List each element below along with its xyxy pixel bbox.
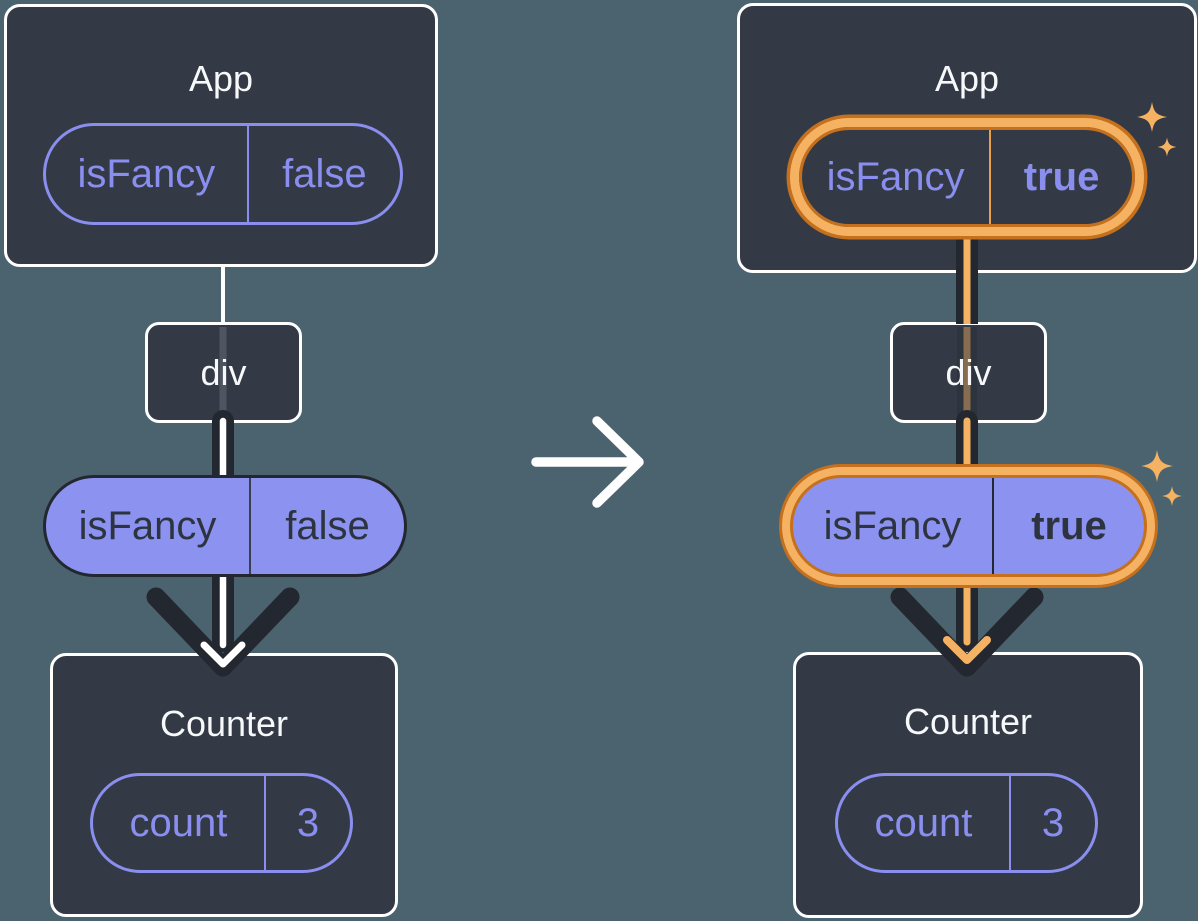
sparkles-prop-after [1141,450,1182,506]
state-name-label: isFancy [826,154,965,199]
prop-value-label: false [248,478,404,574]
sparkle-icon [1141,450,1173,482]
state-value-label: 3 [263,776,350,870]
state-pill-app-after: isFancy true [799,127,1135,227]
component-title: App [188,58,254,99]
state-value-label: 3 [1008,776,1095,870]
app-component-box-after: App [737,3,1197,273]
prop-value-label: true [992,478,1144,574]
component-title: Counter [903,701,1033,742]
node-title: div [945,351,992,393]
state-value-label: false [246,126,400,222]
state-pill-counter-before: count 3 [90,773,353,873]
prop-name-label: isFancy [823,503,962,548]
state-pill-app-before: isFancy false [43,123,403,225]
state-name-label: count [874,800,973,845]
component-title: Counter [159,703,289,744]
counter-component-box-after: Counter [793,652,1143,918]
prop-pill-before: isFancy false [43,475,407,577]
sparkle-icon [1162,486,1182,506]
state-pill-counter-after: count 3 [835,773,1098,873]
prop-name-label: isFancy [78,503,217,548]
component-title: App [934,58,1000,99]
div-node-box-after: div [890,322,1047,423]
state-name-label: count [129,800,228,845]
transition-arrow-icon [531,416,644,508]
node-title: div [200,351,247,393]
state-value-label: true [989,130,1132,224]
prop-pill-after: isFancy true [790,475,1147,577]
state-name-label: isFancy [77,151,216,196]
counter-component-box-before: Counter [50,653,398,917]
div-node-box-before: div [145,322,302,423]
